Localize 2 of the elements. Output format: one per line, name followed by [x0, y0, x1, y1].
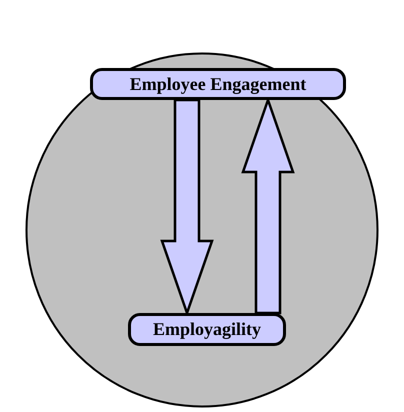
- rounded-box: Employee Engagement: [90, 68, 346, 100]
- rounded-box: Employagility: [128, 313, 286, 346]
